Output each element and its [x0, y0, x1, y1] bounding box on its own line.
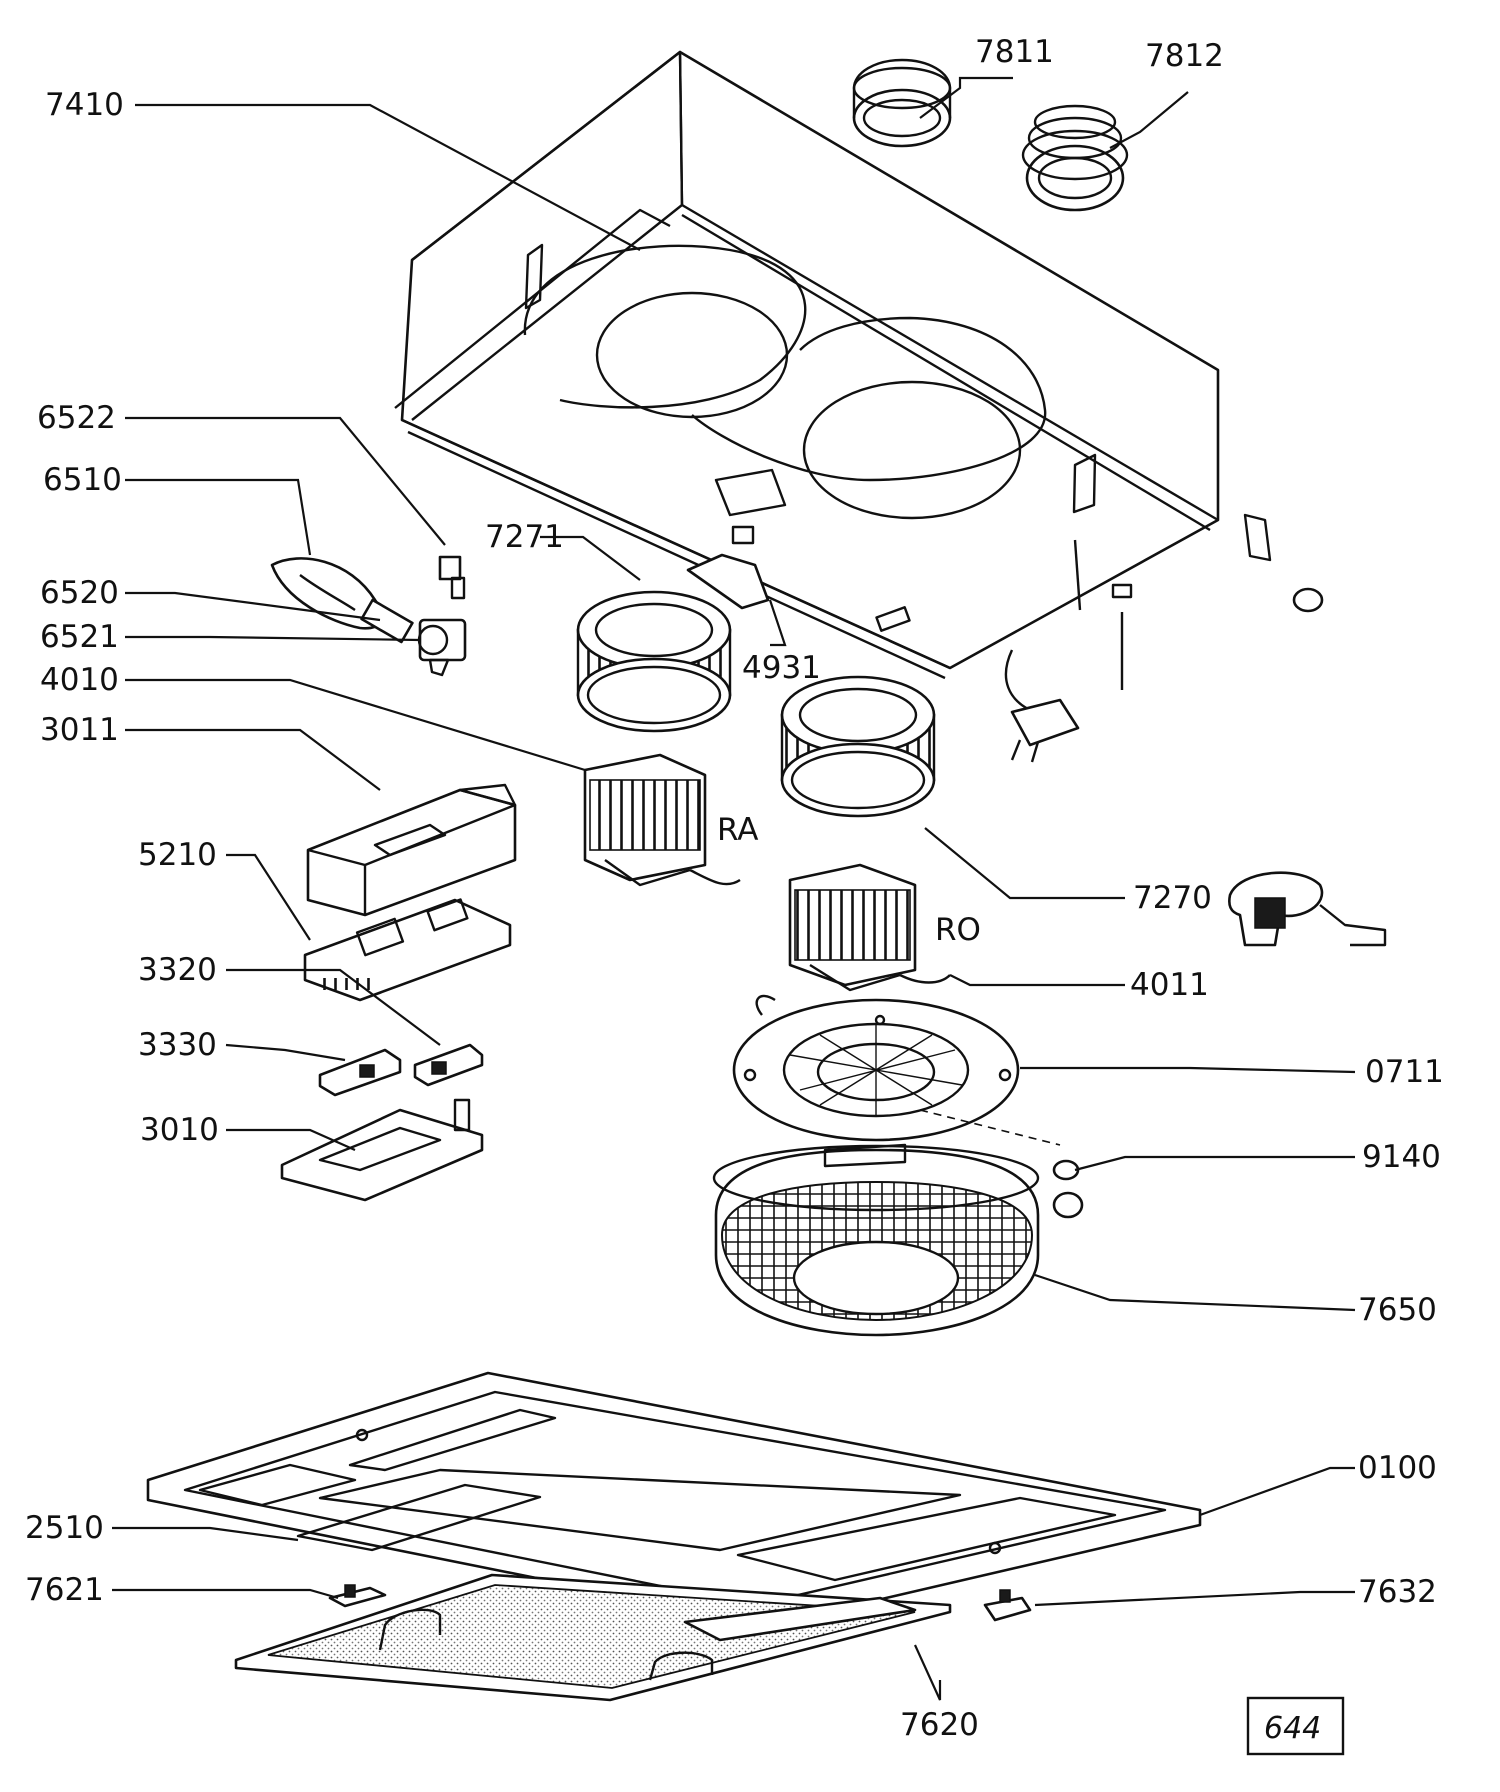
- motor-label-ro: RO: [935, 912, 981, 948]
- part-label-3011: 3011: [40, 712, 119, 748]
- cap-nut-part: [1292, 587, 1324, 613]
- page-number-box: 644: [1246, 1696, 1345, 1756]
- lamp-clip-part-6522: [438, 555, 466, 600]
- part-label-7632: 7632: [1358, 1574, 1437, 1610]
- part-label-5210: 5210: [138, 837, 217, 873]
- part-label-6522: 6522: [37, 400, 116, 436]
- part-label-6510: 6510: [43, 462, 122, 498]
- lamp-cover-part-3011: [306, 783, 517, 917]
- power-cord-plug: [1004, 649, 1080, 763]
- baffle-plate-part-4931: [686, 553, 770, 610]
- filter-latch-part-7621: [328, 1584, 387, 1608]
- motor-label-ra: RA: [717, 812, 759, 848]
- impeller-part-7271: [576, 590, 732, 733]
- impeller-part-7270: [780, 675, 936, 818]
- screw-part: [1111, 583, 1133, 690]
- sensor-part: [1228, 871, 1387, 947]
- lamp-bulb-part-6510: [270, 557, 414, 644]
- duct-collar-part-7811: [852, 58, 952, 148]
- lamp-grille-part-7650: [712, 1143, 1040, 1337]
- part-label-4010: 4010: [40, 662, 119, 698]
- part-label-3320: 3320: [138, 952, 217, 988]
- filter-latch-part-7632: [983, 1589, 1032, 1622]
- motor-part-4011: [788, 863, 951, 992]
- switch-button-part-3330: [318, 1048, 402, 1097]
- nut-part-9140: [1052, 1159, 1084, 1219]
- part-label-7620: 7620: [900, 1707, 979, 1743]
- part-label-7270: 7270: [1133, 880, 1212, 916]
- lamp-socket-part-6521: [417, 618, 467, 677]
- part-label-6521: 6521: [40, 619, 119, 655]
- part-label-0100: 0100: [1358, 1450, 1437, 1486]
- part-label-7621: 7621: [25, 1572, 104, 1608]
- part-label-4931: 4931: [742, 650, 821, 686]
- lamp-holder-ring-part-0711: [732, 994, 1061, 1146]
- part-label-2510: 2510: [25, 1510, 104, 1546]
- part-label-7650: 7650: [1358, 1292, 1437, 1328]
- housing-part-7410: [394, 50, 1272, 680]
- part-label-3010: 3010: [140, 1112, 219, 1148]
- part-label-0711: 0711: [1365, 1054, 1444, 1090]
- duct-collar-part-7812: [1021, 104, 1129, 212]
- part-number-labels: 7410 7811 7812 6522 6510 7271 6520 6521 …: [25, 34, 1444, 1743]
- grease-filter-part-7620: [234, 1573, 952, 1702]
- part-label-9140: 9140: [1362, 1139, 1441, 1175]
- part-label-7271: 7271: [485, 519, 564, 555]
- switch-board-part-5210: [303, 898, 512, 1002]
- page-number: 644: [1264, 1711, 1321, 1746]
- front-panel-part-0100: [146, 1371, 1202, 1627]
- part-label-3330: 3330: [138, 1027, 217, 1063]
- switch-button-part-3320: [413, 1043, 484, 1087]
- leader-lines: [112, 76, 1356, 1701]
- switch-frame-part-3010: [280, 1098, 484, 1202]
- part-label-7812: 7812: [1145, 38, 1224, 74]
- part-label-6520: 6520: [40, 575, 119, 611]
- part-label-7811: 7811: [975, 34, 1054, 70]
- part-label-7410: 7410: [45, 87, 124, 123]
- part-label-4011: 4011: [1130, 967, 1209, 1003]
- motor-part-4010: [583, 753, 741, 887]
